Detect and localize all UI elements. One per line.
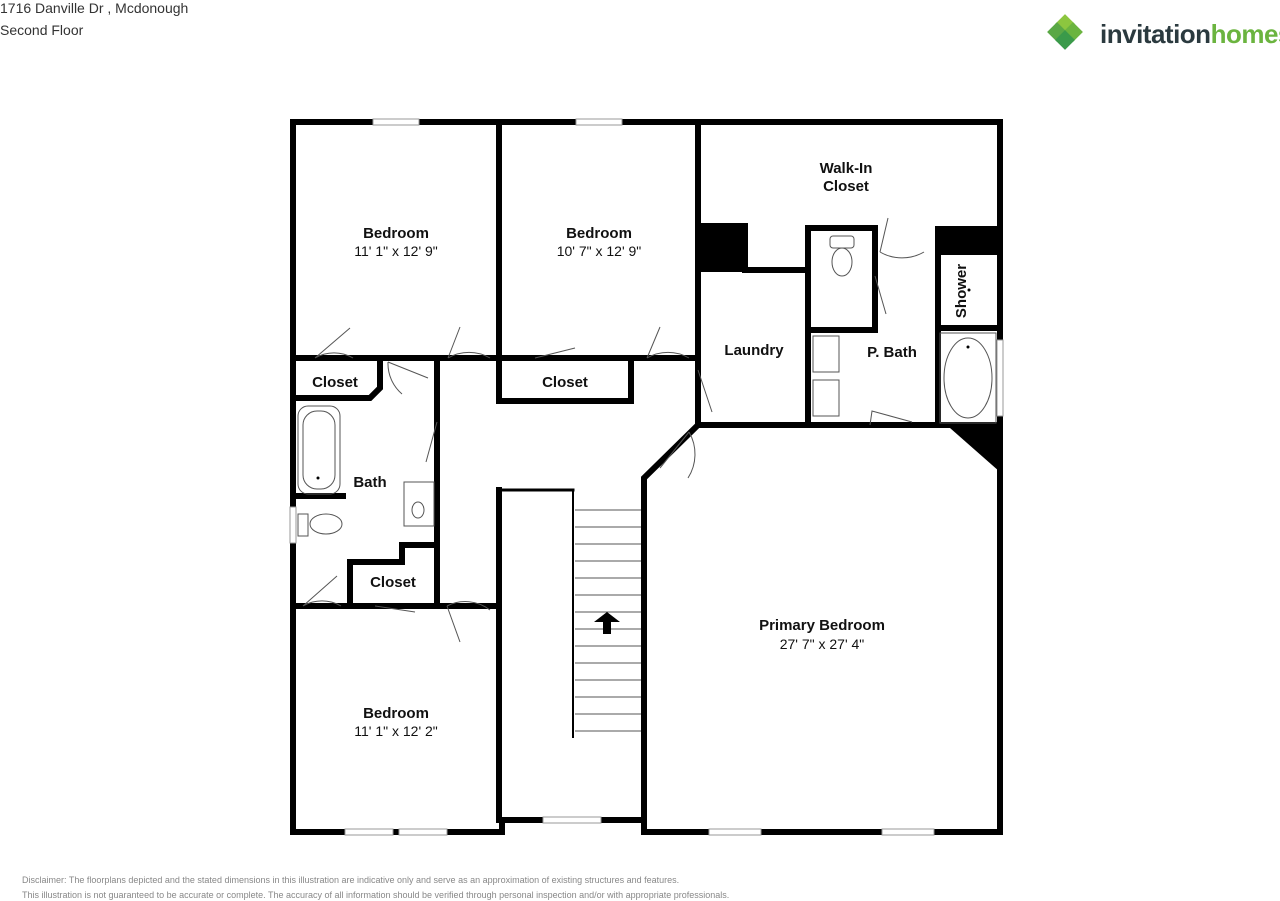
door-swing <box>387 361 429 395</box>
door-swing <box>374 605 416 613</box>
room-name-bedroom-2: Bedroom <box>566 225 632 242</box>
room-name-closet-2: Closet <box>542 374 588 391</box>
wall-block <box>700 228 746 272</box>
door-swing <box>874 275 887 315</box>
property-address: 1716 Danville Dr , Mcdonough <box>0 0 189 16</box>
brand-name-part2: homes <box>1210 19 1280 49</box>
room-name-primary: Primary Bedroom <box>759 617 885 634</box>
wall <box>496 355 634 404</box>
toilet <box>309 513 343 535</box>
drain <box>316 476 320 480</box>
vanity-sink <box>812 379 840 417</box>
drain <box>967 288 971 292</box>
room-name-bedroom-3: Bedroom <box>363 705 429 722</box>
toilet-tank <box>297 513 309 537</box>
room-name-shower: Shower <box>953 264 970 318</box>
wall-block <box>950 428 1000 472</box>
invitation-homes-logo-icon <box>1047 14 1083 50</box>
floor-label: Second Floor <box>0 22 84 38</box>
door-swing <box>446 601 491 643</box>
room-dims-bedroom-1: 11' 1" x 12' 9" <box>354 243 438 259</box>
window <box>708 828 762 836</box>
window <box>881 828 935 836</box>
disclaimer-line-2: This illustration is not guaranteed to b… <box>22 890 730 900</box>
room-name-bedroom-1: Bedroom <box>363 225 429 242</box>
bathtub-inner <box>302 410 336 490</box>
room-name-walkin-1: Walk-In <box>820 160 873 177</box>
wall <box>290 355 383 401</box>
bathtub <box>939 332 997 424</box>
bathtub-inner <box>943 337 993 419</box>
room-dims-bedroom-2: 10' 7" x 12' 9" <box>557 243 642 259</box>
door-swing <box>425 421 438 463</box>
room-name-bath: Bath <box>353 474 386 491</box>
wall <box>641 420 703 835</box>
room-name-pbath: P. Bath <box>867 344 917 361</box>
wall <box>347 542 440 609</box>
room-name-closet-3: Closet <box>370 574 416 591</box>
drain <box>966 345 970 349</box>
wall <box>805 225 878 333</box>
vanity-sink <box>403 481 435 527</box>
window <box>575 118 623 126</box>
door-swing <box>534 347 576 359</box>
window <box>372 118 420 126</box>
room-name-walkin-2: Closet <box>823 178 869 195</box>
window <box>996 339 1004 417</box>
door-swing <box>302 575 342 607</box>
door-swing <box>869 410 913 426</box>
window <box>344 828 394 836</box>
window <box>542 816 602 824</box>
bathtub <box>297 405 341 495</box>
brand-wordmark: invitationhomes <box>1100 19 1280 50</box>
door-swing <box>314 327 354 359</box>
sink-basin <box>411 501 425 519</box>
toilet <box>831 247 853 277</box>
wall-block <box>935 226 1000 254</box>
toilet-tank <box>829 235 855 249</box>
stair-up-arrow-icon <box>594 612 620 634</box>
door-swing <box>879 217 925 259</box>
room-name-laundry: Laundry <box>724 342 784 359</box>
window <box>398 828 448 836</box>
door-swing <box>697 369 713 413</box>
door-swing <box>447 326 491 359</box>
room-name-closet-1: Closet <box>312 374 358 391</box>
disclaimer-line-1: Disclaimer: The floorplans depicted and … <box>22 875 680 885</box>
window <box>289 506 297 544</box>
brand-name-part1: invitation <box>1100 19 1211 49</box>
vanity-sink <box>812 335 840 373</box>
door-swing <box>646 326 690 359</box>
room-dims-bedroom-3: 11' 1" x 12' 2" <box>354 723 438 739</box>
door-swing <box>659 431 696 479</box>
room-dims-primary: 27' 7" x 27' 4" <box>780 636 865 652</box>
